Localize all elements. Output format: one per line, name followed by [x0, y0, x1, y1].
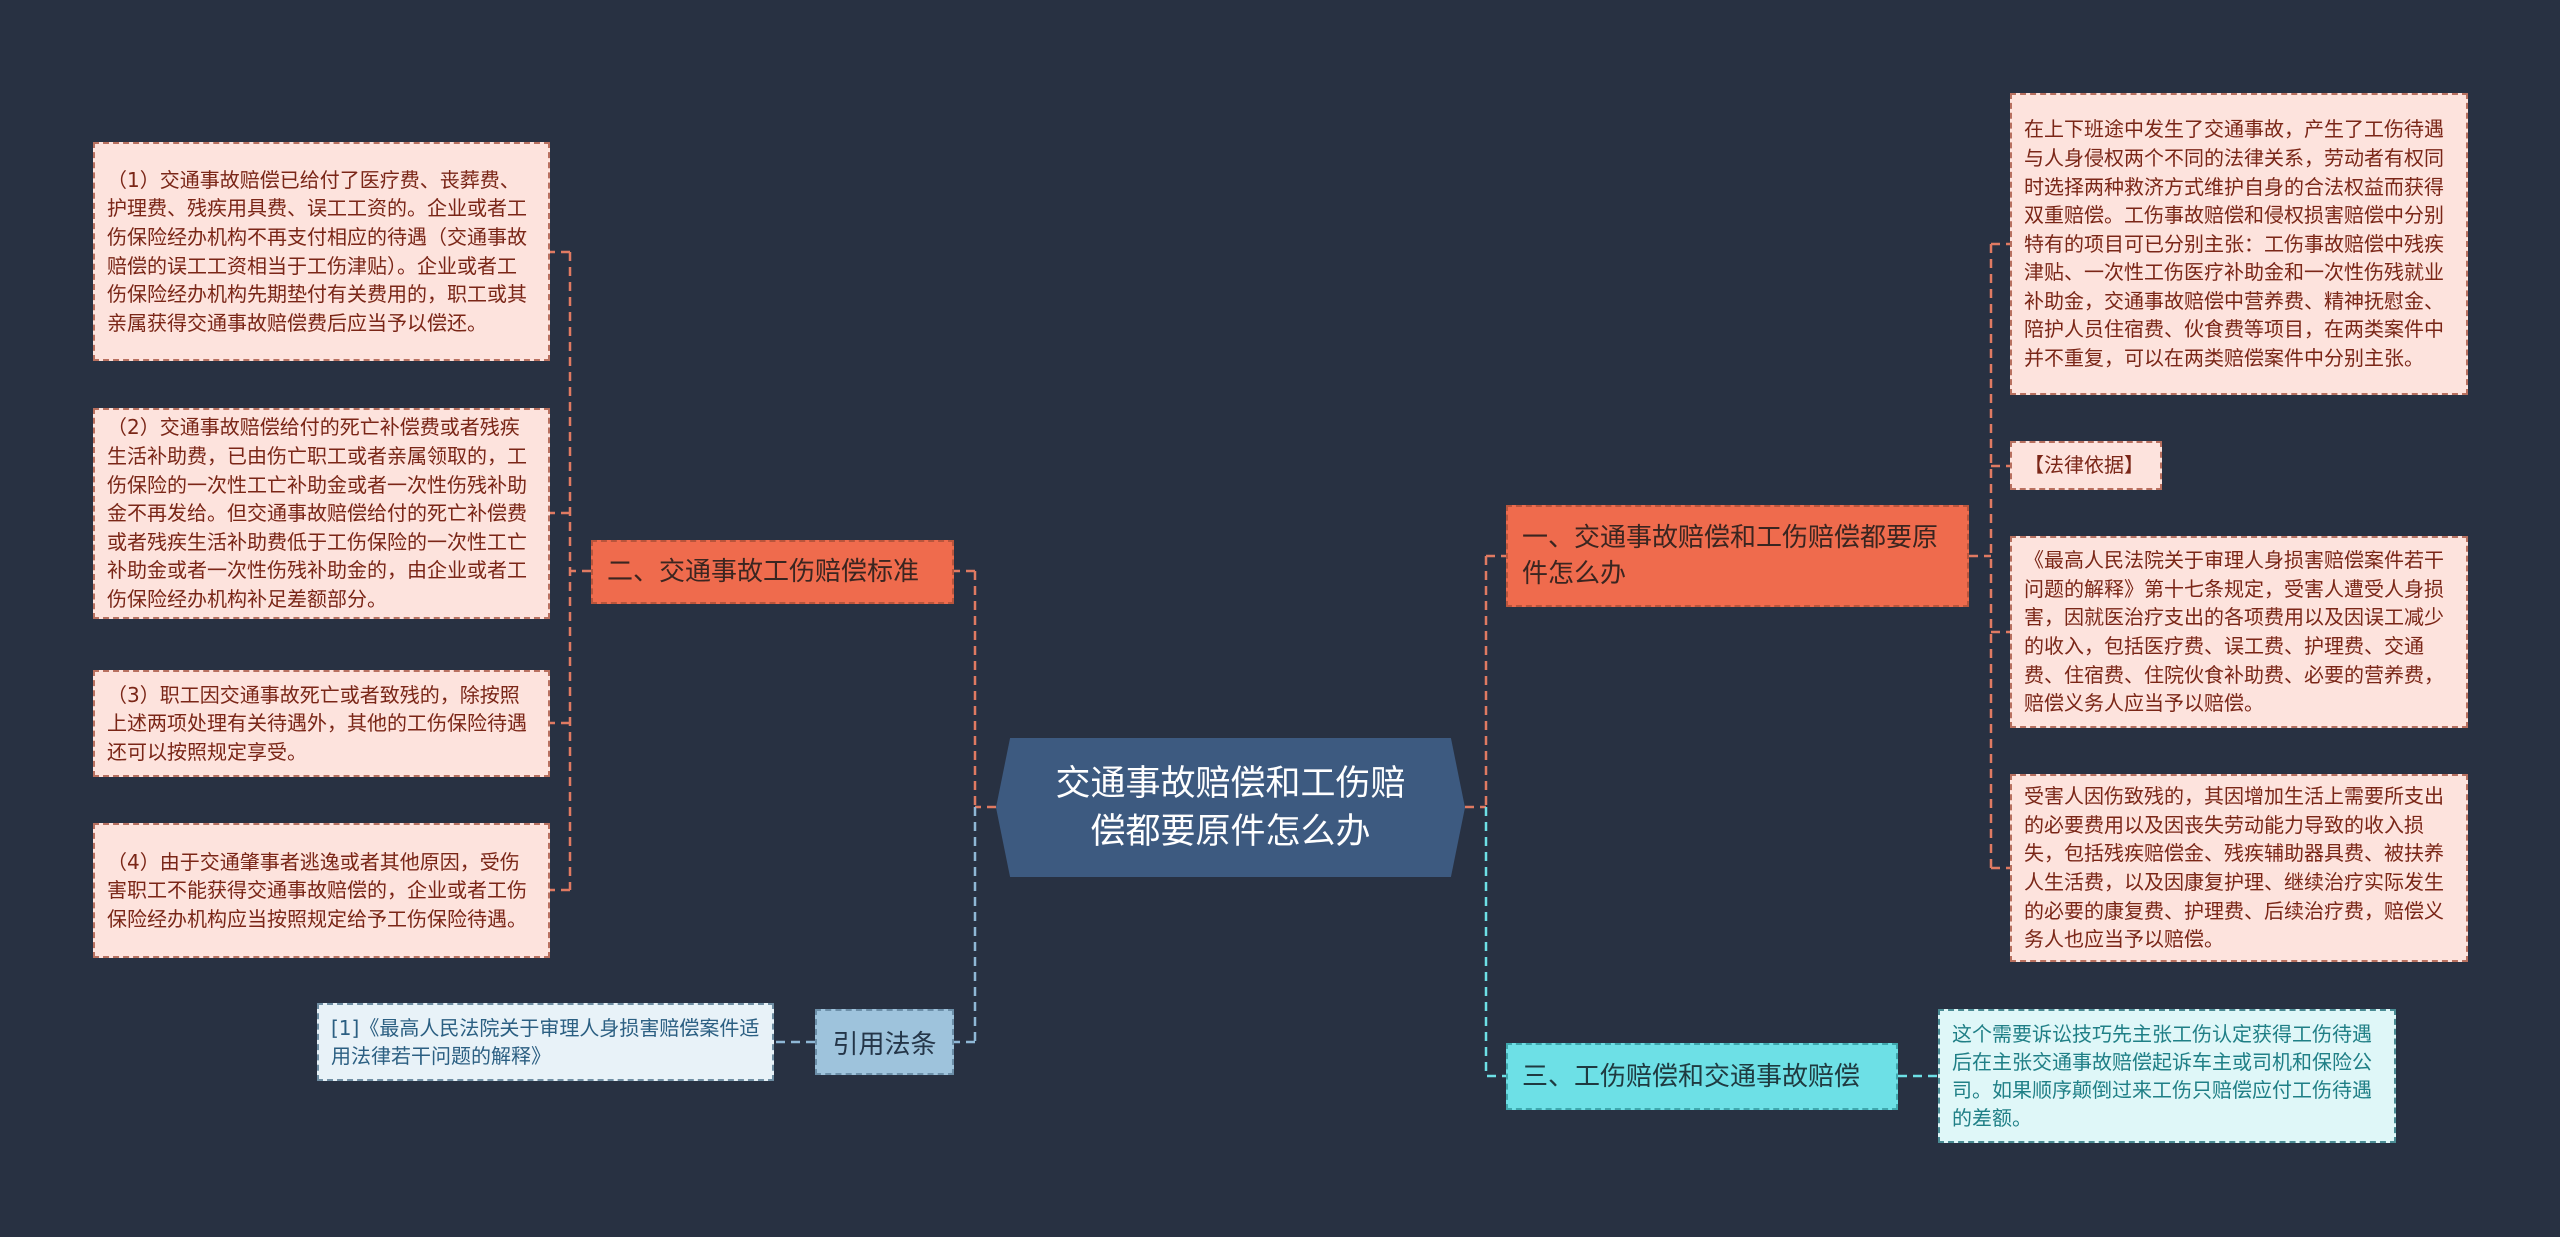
leaf-text: 这个需要诉讼技巧先主张工伤认定获得工伤待遇后在主张交通事故赔偿起诉车主或司机和保… — [1952, 1022, 2372, 1130]
leaf-standard-1[interactable]: （1）交通事故赔偿已给付了医疗费、丧葬费、护理费、残疾用具费、误工工资的。企业或… — [93, 142, 550, 361]
leaf-text: [1]《最高人民法院关于审理人身损害赔偿案件适用法律若干问题的解释》 — [331, 1016, 760, 1068]
central-topic[interactable]: 交通事故赔偿和工伤赔偿都要原件怎么办 — [996, 738, 1465, 877]
branch-cited-law[interactable]: 引用法条 — [815, 1009, 954, 1075]
branch-how-to-handle[interactable]: 一、交通事故赔偿和工伤赔偿都要原件怎么办 — [1506, 505, 1969, 607]
leaf-standard-2[interactable]: （2）交通事故赔偿给付的死亡补偿费或者残疾生活补助费，已由伤亡职工或者亲属领取的… — [93, 408, 550, 619]
leaf-text: （1）交通事故赔偿已给付了医疗费、丧葬费、护理费、残疾用具费、误工工资的。企业或… — [107, 167, 527, 335]
branch-label: 一、交通事故赔偿和工伤赔偿都要原件怎么办 — [1522, 523, 1939, 589]
leaf-litigation-tip[interactable]: 这个需要诉讼技巧先主张工伤认定获得工伤待遇后在主张交通事故赔偿起诉车主或司机和保… — [1938, 1009, 2396, 1143]
branch-label: 三、工伤赔偿和交通事故赔偿 — [1522, 1061, 1861, 1092]
branch-label: 引用法条 — [832, 1029, 937, 1060]
leaf-text: 《最高人民法院关于审理人身损害赔偿案件若干问题的解释》第十七条规定，受害人遭受人… — [2024, 548, 2444, 716]
leaf-citation[interactable]: [1]《最高人民法院关于审理人身损害赔偿案件适用法律若干问题的解释》 — [317, 1003, 774, 1081]
branch-compensation-standard[interactable]: 二、交通事故工伤赔偿标准 — [591, 540, 954, 604]
leaf-text: 【法律依据】 — [2024, 453, 2144, 478]
leaf-article-17[interactable]: 《最高人民法院关于审理人身损害赔偿案件若干问题的解释》第十七条规定，受害人遭受人… — [2010, 536, 2468, 728]
leaf-text: 受害人因伤致残的，其因增加生活上需要所支出的必要费用以及因丧失劳动能力导致的收入… — [2024, 784, 2444, 952]
leaf-disability[interactable]: 受害人因伤致残的，其因增加生活上需要所支出的必要费用以及因丧失劳动能力导致的收入… — [2010, 774, 2468, 962]
leaf-text: （4）由于交通肇事者逃逸或者其他原因，受伤害职工不能获得交通事故赔偿的，企业或者… — [107, 849, 527, 931]
leaf-dual-compensation[interactable]: 在上下班途中发生了交通事故，产生了工伤待遇与人身侵权两个不同的法律关系，劳动者有… — [2010, 93, 2468, 395]
leaf-standard-3[interactable]: （3）职工因交通事故死亡或者致残的，除按照上述两项处理有关待遇外，其他的工伤保险… — [93, 670, 550, 777]
leaf-text: （3）职工因交通事故死亡或者致残的，除按照上述两项处理有关待遇外，其他的工伤保险… — [107, 682, 527, 764]
central-topic-text: 交通事故赔偿和工伤赔偿都要原件怎么办 — [1055, 763, 1406, 852]
leaf-standard-4[interactable]: （4）由于交通肇事者逃逸或者其他原因，受伤害职工不能获得交通事故赔偿的，企业或者… — [93, 823, 550, 958]
leaf-text: 在上下班途中发生了交通事故，产生了工伤待遇与人身侵权两个不同的法律关系，劳动者有… — [2024, 117, 2444, 371]
branch-label: 二、交通事故工伤赔偿标准 — [607, 557, 920, 587]
leaf-text: （2）交通事故赔偿给付的死亡补偿费或者残疾生活补助费，已由伤亡职工或者亲属领取的… — [107, 415, 527, 611]
leaf-legal-basis[interactable]: 【法律依据】 — [2010, 441, 2162, 490]
branch-order[interactable]: 三、工伤赔偿和交通事故赔偿 — [1506, 1043, 1898, 1110]
